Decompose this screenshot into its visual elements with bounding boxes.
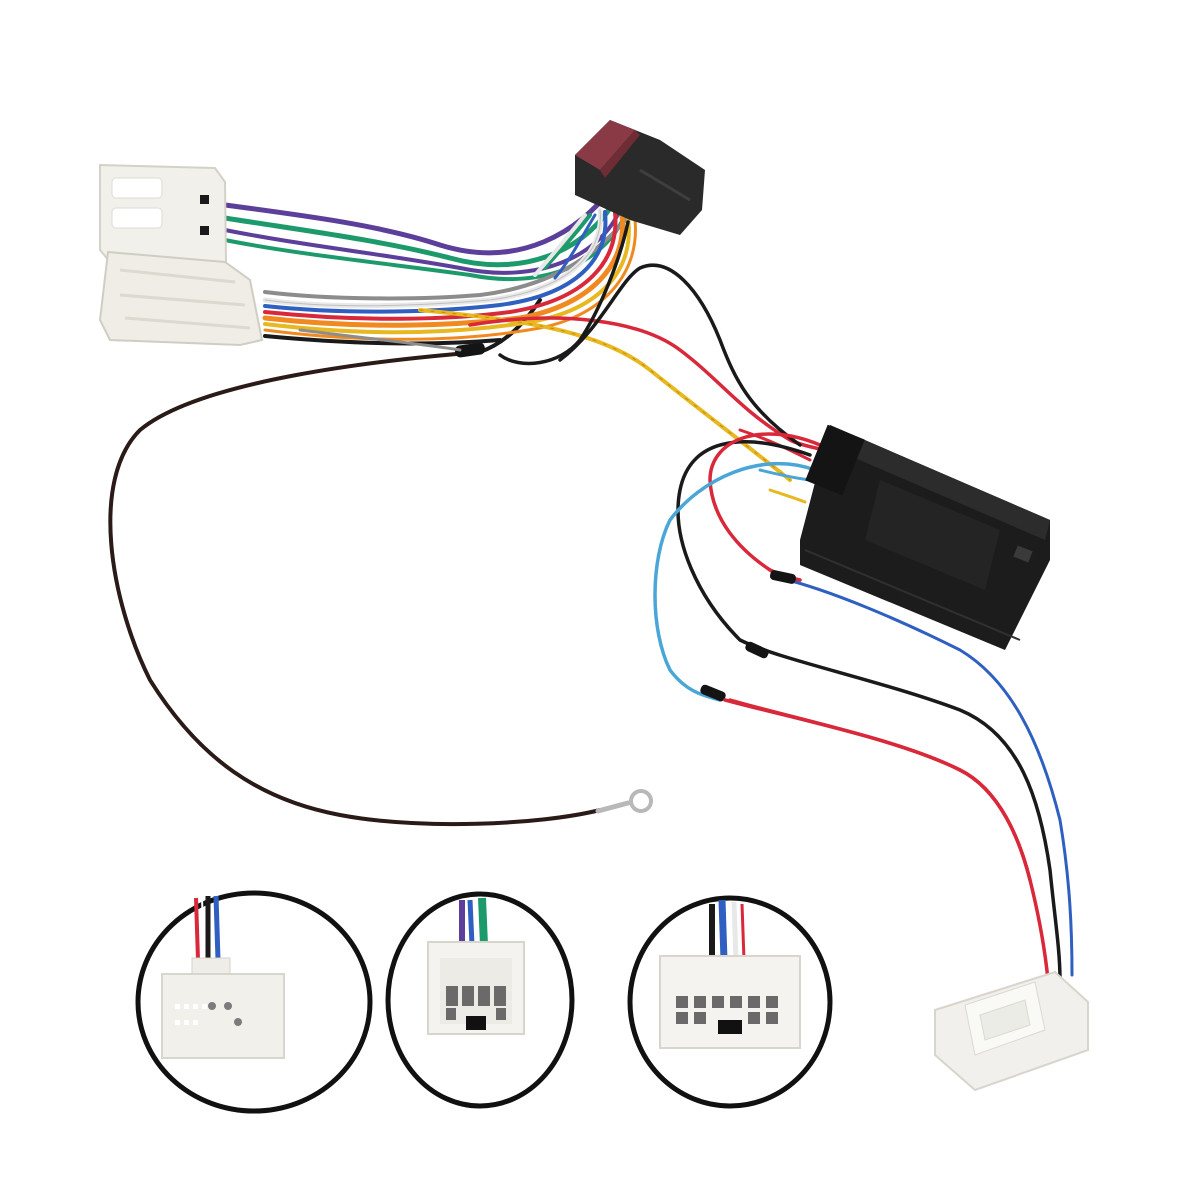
inset-connector-2	[385, 891, 575, 1109]
ground-lead	[108, 298, 653, 827]
ring-terminal-icon	[595, 789, 653, 814]
oem-connector-lower	[98, 250, 264, 347]
interface-module	[800, 424, 1050, 650]
iso-connector	[575, 120, 705, 235]
patch-connector	[934, 970, 1089, 1092]
oem-connector-upper	[99, 163, 228, 263]
output-wires	[653, 432, 1074, 982]
inset-connector-3	[627, 895, 833, 1109]
inset-connector-1	[135, 890, 373, 1114]
